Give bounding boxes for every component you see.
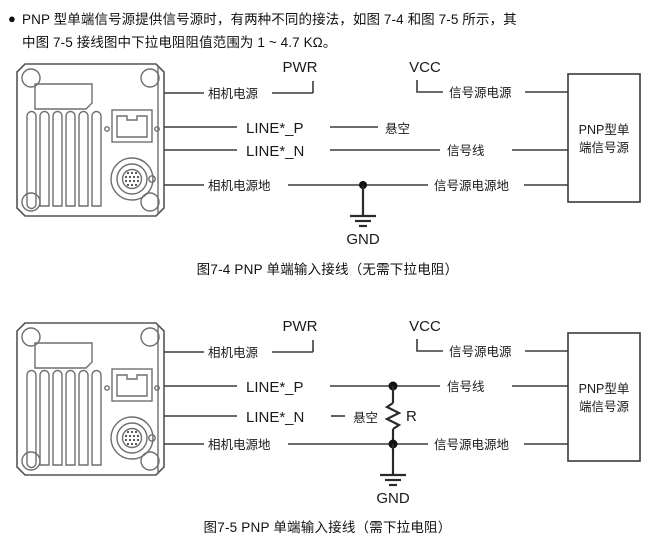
gnd-symbol-icon [350,214,376,228]
camera-screw-top-left [21,68,41,88]
label-resistor: R [406,408,417,425]
camera-screw-top-left [21,327,41,347]
camera-heatsink-fins [26,110,102,210]
label-source-power: 信号源电源 [449,345,512,359]
circular-connector-icon [110,416,154,460]
intro-text-line-2: 中图 7-5 接线图中下拉电阻阻值范围为 1 ~ 4.7 KΩ。 [22,35,337,50]
intro-line-2: 中图 7-5 接线图中下拉电阻阻值范围为 1 ~ 4.7 KΩ。 [8,31,648,54]
indicator-hole-left [104,126,110,132]
label-camera-power-gnd: 相机电源地 [208,438,271,452]
rj45-port-icon [111,368,153,402]
label-vcc: VCC [409,59,441,76]
wiring-diagram-with-pulldown: 相机电源 PWR LINE*_P 信号线 LINE*_N 悬空 R 相机电源地 [16,318,641,507]
label-line-n: LINE*_N [246,143,304,160]
figure-7-4-caption: 图7-4 PNP 单端输入接线（无需下拉电阻） [196,262,459,277]
camera-screw-top-right [140,68,160,88]
label-floating: 悬空 [353,411,378,425]
label-camera-power-gnd: 相机电源地 [208,179,271,193]
figure-7-4: 相机电源 PWR LINE*_P 悬空 LINE*_N 信号线 相机电源地 GN… [0,56,655,256]
label-vcc: VCC [409,318,441,335]
label-signal-line: 信号线 [447,144,485,158]
figure-7-5-caption: 图7-5 PNP 单端输入接线（需下拉电阻） [203,520,452,535]
label-gnd: GND [376,490,410,507]
circular-connector-icon [110,157,154,201]
label-pwr: PWR [283,59,318,76]
pnp-box-line-2: 端信号源 [579,400,630,414]
intro-line-1: ● PNP 型单端信号源提供信号源时，有两种不同的接法，如图 7-4 和图 7-… [8,8,648,31]
label-floating: 悬空 [385,122,410,136]
vcc-stub-icon [416,80,443,93]
rj45-port-icon [111,109,153,143]
camera-heatsink-fins [26,369,102,469]
camera-screw-bottom-right [140,451,160,471]
connector-side-hole [148,175,156,183]
label-line-p: LINE*_P [246,379,304,396]
camera-outline [16,63,165,217]
label-camera-power: 相机电源 [208,87,259,101]
label-source-power-gnd: 信号源电源地 [434,179,510,193]
label-signal-line: 信号线 [447,380,485,394]
indicator-hole-right [154,126,160,132]
intro-paragraph: ● PNP 型单端信号源提供信号源时，有两种不同的接法，如图 7-4 和图 7-… [8,8,648,54]
camera-screw-bottom-right [140,192,160,212]
connector-side-hole [148,434,156,442]
label-source-power-gnd: 信号源电源地 [434,438,510,452]
pnp-box-line-1: PNP型单 [579,382,630,396]
bullet-icon: ● [8,11,16,26]
pnp-box-line-2: 端信号源 [579,141,630,155]
pnp-box-line-1: PNP型单 [579,123,630,137]
camera-illustration [16,63,165,217]
camera-label-plate [34,342,93,369]
figure-7-5: 相机电源 PWR LINE*_P 信号线 LINE*_N 悬空 R 相机电源地 [0,315,655,515]
camera-label-plate [34,83,93,110]
pulldown-resistor-icon [384,386,402,444]
label-gnd: GND [346,231,380,248]
gnd-symbol-icon [380,473,406,487]
pnp-source-box: PNP型单 端信号源 [567,73,641,203]
vcc-stub-icon [416,339,443,352]
label-line-n: LINE*_N [246,409,304,426]
pnp-source-box: PNP型单 端信号源 [567,332,641,462]
camera-screw-top-right [140,327,160,347]
intro-text-line-1: PNP 型单端信号源提供信号源时，有两种不同的接法，如图 7-4 和图 7-5 … [22,12,517,27]
indicator-hole-right [154,385,160,391]
indicator-hole-left [104,385,110,391]
camera-illustration [16,322,165,476]
label-pwr: PWR [283,318,318,335]
label-line-p: LINE*_P [246,120,304,137]
wiring-diagram-no-pulldown: 相机电源 PWR LINE*_P 悬空 LINE*_N 信号线 相机电源地 GN… [16,59,641,248]
label-source-power: 信号源电源 [449,86,512,100]
label-camera-power: 相机电源 [208,346,259,360]
camera-outline [16,322,165,476]
